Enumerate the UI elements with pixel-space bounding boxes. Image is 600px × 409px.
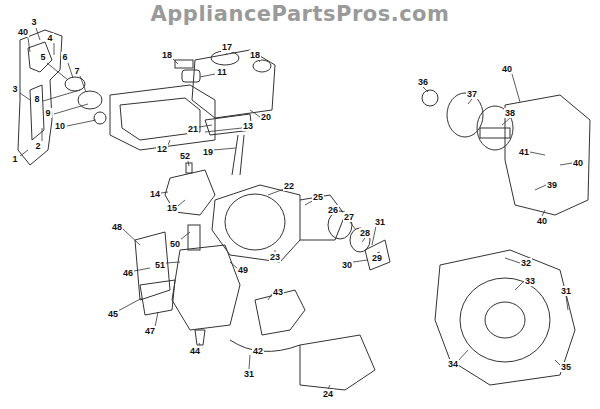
- callout-number: 11: [216, 67, 228, 77]
- callout-number: 7: [73, 66, 80, 76]
- callout-number: 20: [260, 112, 272, 122]
- callout-number: 37: [466, 89, 478, 99]
- callout-number: 27: [343, 212, 355, 222]
- callout-number: 18: [161, 50, 173, 60]
- callout-number: 5: [39, 52, 46, 62]
- callout-number: 31: [374, 217, 386, 227]
- callout-number: 22: [283, 181, 295, 191]
- callout-number: 13: [242, 121, 254, 131]
- callout-number: 47: [144, 326, 156, 336]
- callout-number: 25: [312, 192, 324, 202]
- callout-number: 3: [30, 17, 37, 27]
- callout-number: 18: [249, 50, 261, 60]
- watermark: AppliancePartsPros.com: [151, 2, 450, 26]
- callout-number: 51: [154, 260, 166, 270]
- callout-number: 36: [417, 77, 429, 87]
- callout-number: 50: [169, 239, 181, 249]
- callout-number: 35: [560, 362, 572, 372]
- callout-number: 39: [546, 180, 558, 190]
- callout-number: 31: [243, 369, 255, 379]
- callout-number: 24: [322, 389, 334, 399]
- callout-number: 9: [44, 108, 51, 118]
- callout-number: 33: [524, 276, 536, 286]
- callout-number: 46: [122, 268, 134, 278]
- callout-number: 29: [371, 253, 383, 263]
- callout-number: 28: [359, 228, 371, 238]
- callout-number: 41: [518, 147, 530, 157]
- callout-number: 32: [520, 258, 532, 268]
- callout-number: 30: [341, 260, 353, 270]
- callout-number: 1: [11, 154, 18, 164]
- callout-number: 12: [156, 144, 168, 154]
- callout-number: 23: [269, 252, 281, 262]
- callout-number: 45: [107, 309, 119, 319]
- callout-number: 40: [501, 64, 513, 74]
- callout-number: 40: [17, 27, 29, 37]
- callout-number: 21: [187, 124, 199, 134]
- callout-number: 4: [46, 33, 53, 43]
- callout-number: 3: [11, 84, 18, 94]
- callout-number: 10: [54, 121, 66, 131]
- callout-number: 34: [447, 359, 459, 369]
- callout-number: 48: [111, 222, 123, 232]
- callout-number: 2: [34, 141, 41, 151]
- callout-number: 26: [327, 205, 339, 215]
- callout-number: 40: [572, 158, 584, 168]
- callout-number: 8: [33, 94, 40, 104]
- callout-number: 19: [202, 147, 214, 157]
- callout-number: 49: [237, 265, 249, 275]
- callout-number: 38: [504, 108, 516, 118]
- callout-number: 42: [252, 346, 264, 356]
- callout-number: 40: [536, 216, 548, 226]
- callout-number: 6: [61, 52, 68, 62]
- callout-number: 17: [221, 42, 233, 52]
- callout-number: 52: [179, 151, 191, 161]
- callout-number: 15: [166, 203, 178, 213]
- callout-number: 14: [149, 189, 161, 199]
- callout-number: 31: [560, 286, 572, 296]
- callout-number: 44: [189, 346, 201, 356]
- callout-number: 43: [272, 287, 284, 297]
